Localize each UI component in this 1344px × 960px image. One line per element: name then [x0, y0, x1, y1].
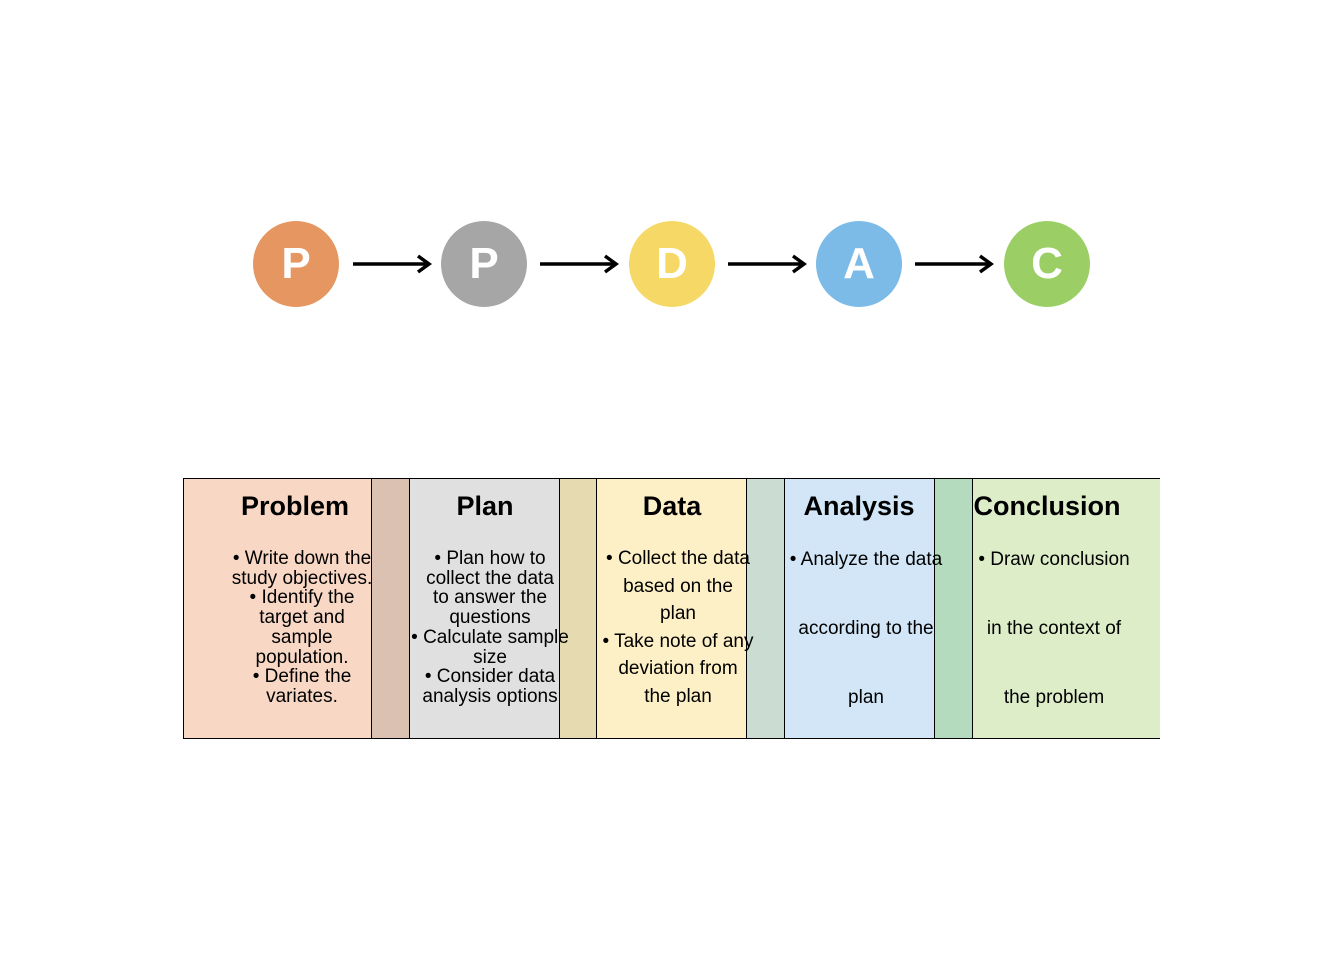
column-title-conclusion: Conclusion — [973, 491, 1121, 521]
column-title-plan: Plan — [456, 491, 514, 521]
step-letter: D — [656, 239, 688, 288]
column-plan — [409, 479, 560, 738]
separator-band — [934, 479, 973, 738]
column-problem — [184, 479, 372, 738]
column-body-data: • Collect the data based on the plan • T… — [602, 548, 754, 707]
ppdac-table: Problem Plan Data Analysis Conclusion • … — [183, 478, 1160, 739]
separator-band — [746, 479, 785, 738]
step-circle-problem: P — [253, 221, 339, 307]
column-data — [596, 479, 747, 738]
column-analysis — [784, 479, 935, 738]
arrow-right-icon — [540, 254, 619, 274]
separator-band — [559, 479, 597, 738]
arrow-right-icon — [915, 254, 994, 274]
column-body-plan: • Plan how to collect the data to answer… — [411, 548, 569, 707]
step-circle-data: D — [629, 221, 715, 307]
step-letter: P — [281, 239, 311, 288]
column-title-data: Data — [642, 491, 702, 521]
step-letter: P — [469, 239, 499, 288]
column-body-conclusion: • Draw conclusion in the context of the … — [978, 549, 1130, 708]
column-body-analysis: • Analyze the data according to the plan — [789, 549, 943, 708]
column-body-problem: • Write down the study objectives. • Ide… — [231, 548, 373, 707]
arrow-right-icon — [728, 254, 807, 274]
column-title-analysis: Analysis — [803, 491, 915, 521]
step-circle-plan: P — [441, 221, 527, 307]
step-circle-conclusion: C — [1004, 221, 1090, 307]
step-circle-analysis: A — [816, 221, 902, 307]
step-letter: C — [1031, 239, 1063, 288]
separator-band — [371, 479, 410, 738]
arrow-right-icon — [353, 254, 432, 274]
column-title-problem: Problem — [240, 491, 350, 521]
column-conclusion — [972, 479, 1160, 738]
step-letter: A — [843, 239, 875, 288]
